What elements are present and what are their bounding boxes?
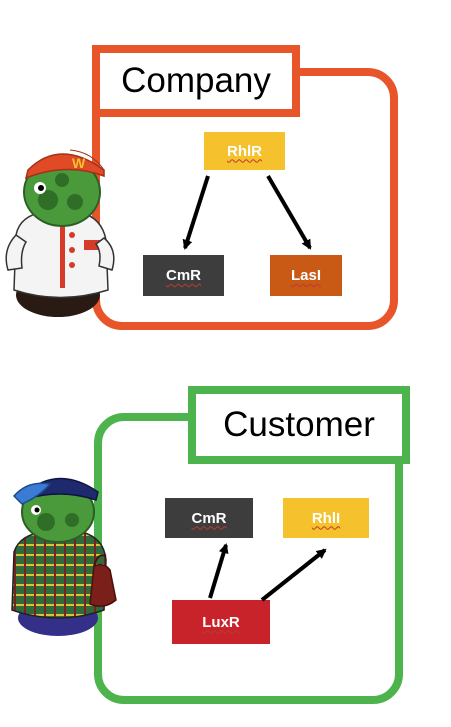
company-title: Company xyxy=(121,61,271,100)
customer-node-rhli: RhlI xyxy=(283,498,369,538)
svg-text:W: W xyxy=(72,155,86,171)
company-node-lasi: LasI xyxy=(270,255,342,296)
customer-title: Customer xyxy=(223,405,375,444)
company-title-box: Company xyxy=(92,45,300,117)
customer-node-luxr: LuxR xyxy=(172,600,270,644)
company-node-rhlr: RhlR xyxy=(204,132,285,170)
company-node-cmr: CmR xyxy=(143,255,224,296)
worker-bacterium-icon: W xyxy=(5,149,115,317)
customer-node-cmr: CmR xyxy=(165,498,253,538)
customer-title-box: Customer xyxy=(188,386,410,464)
customer-bacterium-icon xyxy=(11,477,117,636)
